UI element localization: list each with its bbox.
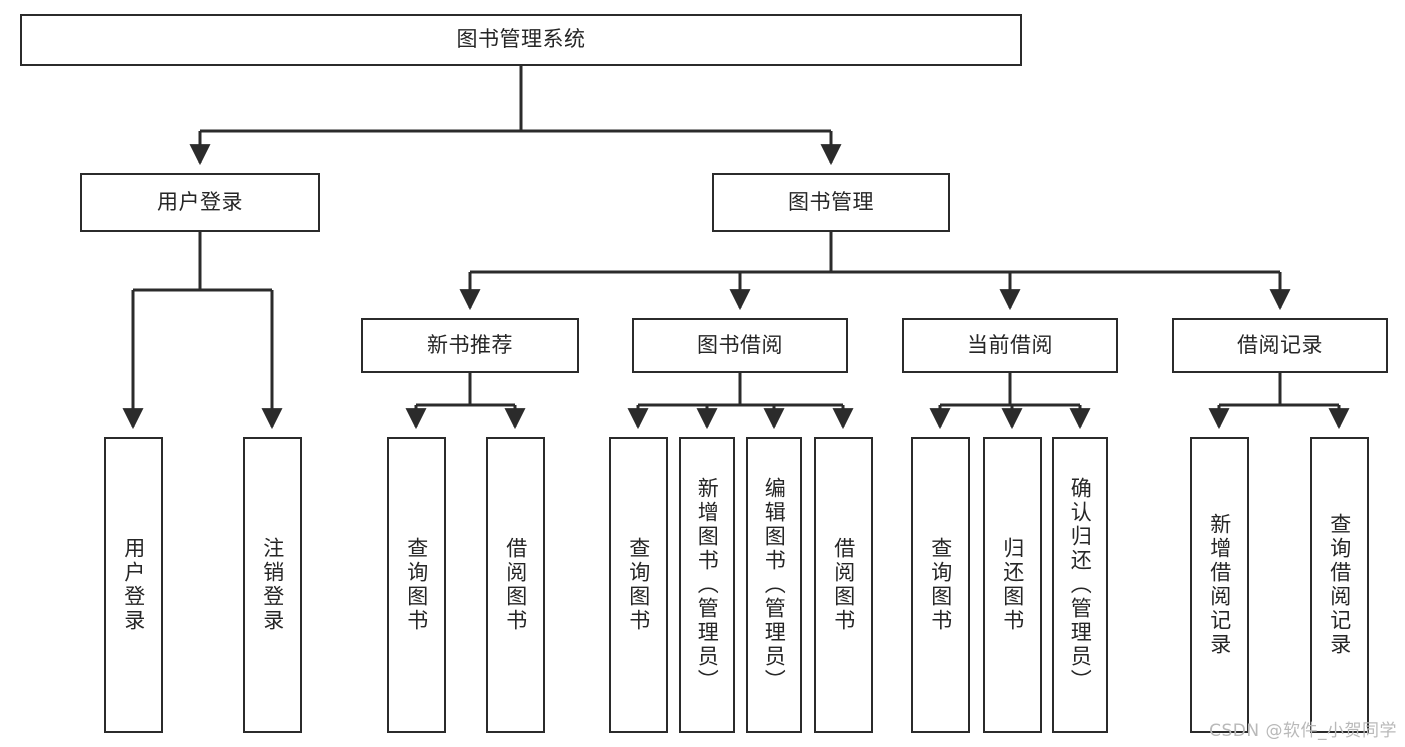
node-current-borrow-label: 当前借阅 xyxy=(967,332,1053,357)
node-borrow-record-label: 借阅记录 xyxy=(1237,332,1323,357)
leaf-query-book-borrow[interactable]: 查询图书 xyxy=(609,437,668,733)
node-borrow-record[interactable]: 借阅记录 xyxy=(1172,318,1388,373)
node-current-borrow[interactable]: 当前借阅 xyxy=(902,318,1118,373)
leaf-add-borrow-record-label: 新增借阅记录 xyxy=(1207,513,1232,657)
leaf-query-book-current-label: 查询图书 xyxy=(928,537,953,633)
leaf-lend-book-label: 借阅图书 xyxy=(831,537,856,633)
node-user-login[interactable]: 用户登录 xyxy=(80,173,320,232)
node-root-label: 图书管理系统 xyxy=(456,27,586,52)
node-new-book-recommend-label: 新书推荐 xyxy=(427,332,513,357)
leaf-edit-book-admin[interactable]: 编辑图书（管理员） xyxy=(746,437,802,733)
leaf-query-book-current[interactable]: 查询图书 xyxy=(911,437,970,733)
leaf-user-login-label: 用户登录 xyxy=(121,537,146,633)
leaf-logout[interactable]: 注销登录 xyxy=(243,437,302,733)
leaf-query-book-recommend[interactable]: 查询图书 xyxy=(387,437,446,733)
leaf-add-book-admin-label: 新增图书（管理员） xyxy=(695,477,720,693)
leaf-borrow-book-recommend[interactable]: 借阅图书 xyxy=(486,437,545,733)
node-root[interactable]: 图书管理系统 xyxy=(20,14,1022,66)
leaf-confirm-return-admin-label: 确认归还（管理员） xyxy=(1068,477,1093,693)
node-book-management[interactable]: 图书管理 xyxy=(712,173,950,232)
node-book-borrow[interactable]: 图书借阅 xyxy=(632,318,848,373)
leaf-add-book-admin[interactable]: 新增图书（管理员） xyxy=(679,437,735,733)
node-new-book-recommend[interactable]: 新书推荐 xyxy=(361,318,579,373)
node-user-login-label: 用户登录 xyxy=(157,189,243,214)
leaf-query-book-recommend-label: 查询图书 xyxy=(404,537,429,633)
leaf-edit-book-admin-label: 编辑图书（管理员） xyxy=(762,477,787,693)
leaf-borrow-book-recommend-label: 借阅图书 xyxy=(503,537,528,633)
leaf-query-borrow-record-label: 查询借阅记录 xyxy=(1327,513,1352,657)
leaf-return-book-label: 归还图书 xyxy=(1000,537,1025,633)
leaf-user-login[interactable]: 用户登录 xyxy=(104,437,163,733)
leaf-query-borrow-record[interactable]: 查询借阅记录 xyxy=(1310,437,1369,733)
node-book-borrow-label: 图书借阅 xyxy=(697,332,783,357)
leaf-confirm-return-admin[interactable]: 确认归还（管理员） xyxy=(1052,437,1108,733)
leaf-logout-label: 注销登录 xyxy=(260,537,285,633)
node-book-management-label: 图书管理 xyxy=(788,189,874,214)
leaf-query-book-borrow-label: 查询图书 xyxy=(626,537,651,633)
watermark-text: CSDN @软件_小贺同学 xyxy=(1209,721,1397,741)
leaf-return-book[interactable]: 归还图书 xyxy=(983,437,1042,733)
leaf-lend-book[interactable]: 借阅图书 xyxy=(814,437,873,733)
leaf-add-borrow-record[interactable]: 新增借阅记录 xyxy=(1190,437,1249,733)
